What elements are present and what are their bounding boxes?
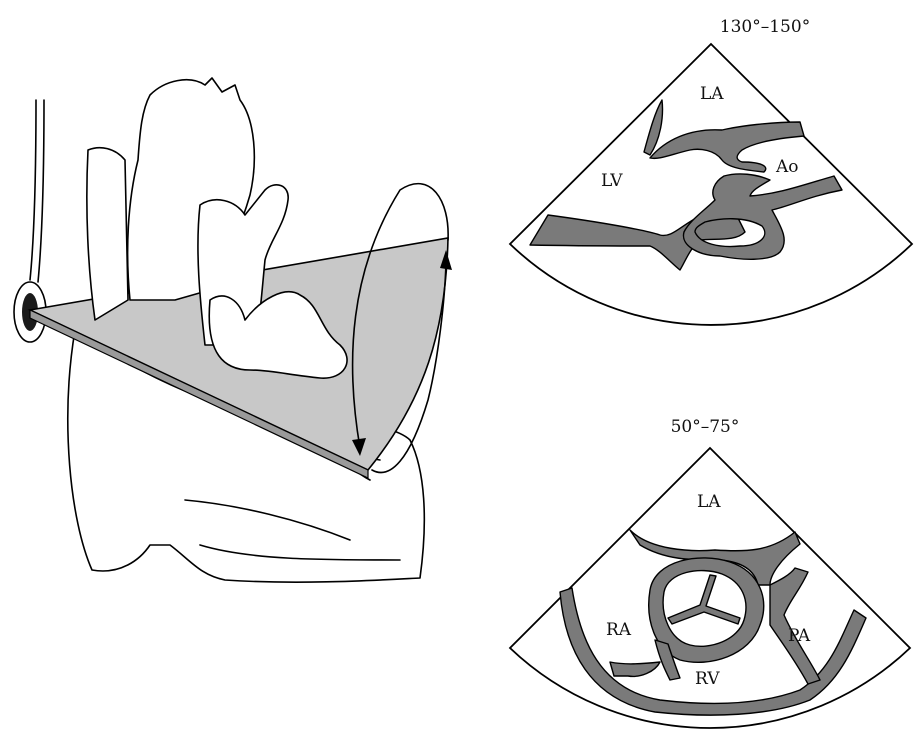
label-pa: PA bbox=[788, 626, 811, 646]
upper-echo-view: 130°–150° LA LV Ao bbox=[510, 17, 912, 325]
label-lv: LV bbox=[601, 171, 623, 191]
svc bbox=[87, 148, 128, 320]
label-la-lower: LA bbox=[697, 492, 721, 512]
label-la-upper: LA bbox=[700, 84, 724, 104]
lower-echo-view: 50°–75° LA RA PA RV bbox=[510, 417, 910, 728]
lower-angle-label: 50°–75° bbox=[671, 417, 740, 437]
probe-cable bbox=[30, 100, 44, 282]
label-ra: RA bbox=[606, 620, 632, 640]
heart-illustration bbox=[14, 78, 452, 582]
label-rv: RV bbox=[695, 669, 720, 689]
label-ao: Ao bbox=[775, 157, 799, 177]
upper-angle-label: 130°–150° bbox=[720, 17, 810, 37]
